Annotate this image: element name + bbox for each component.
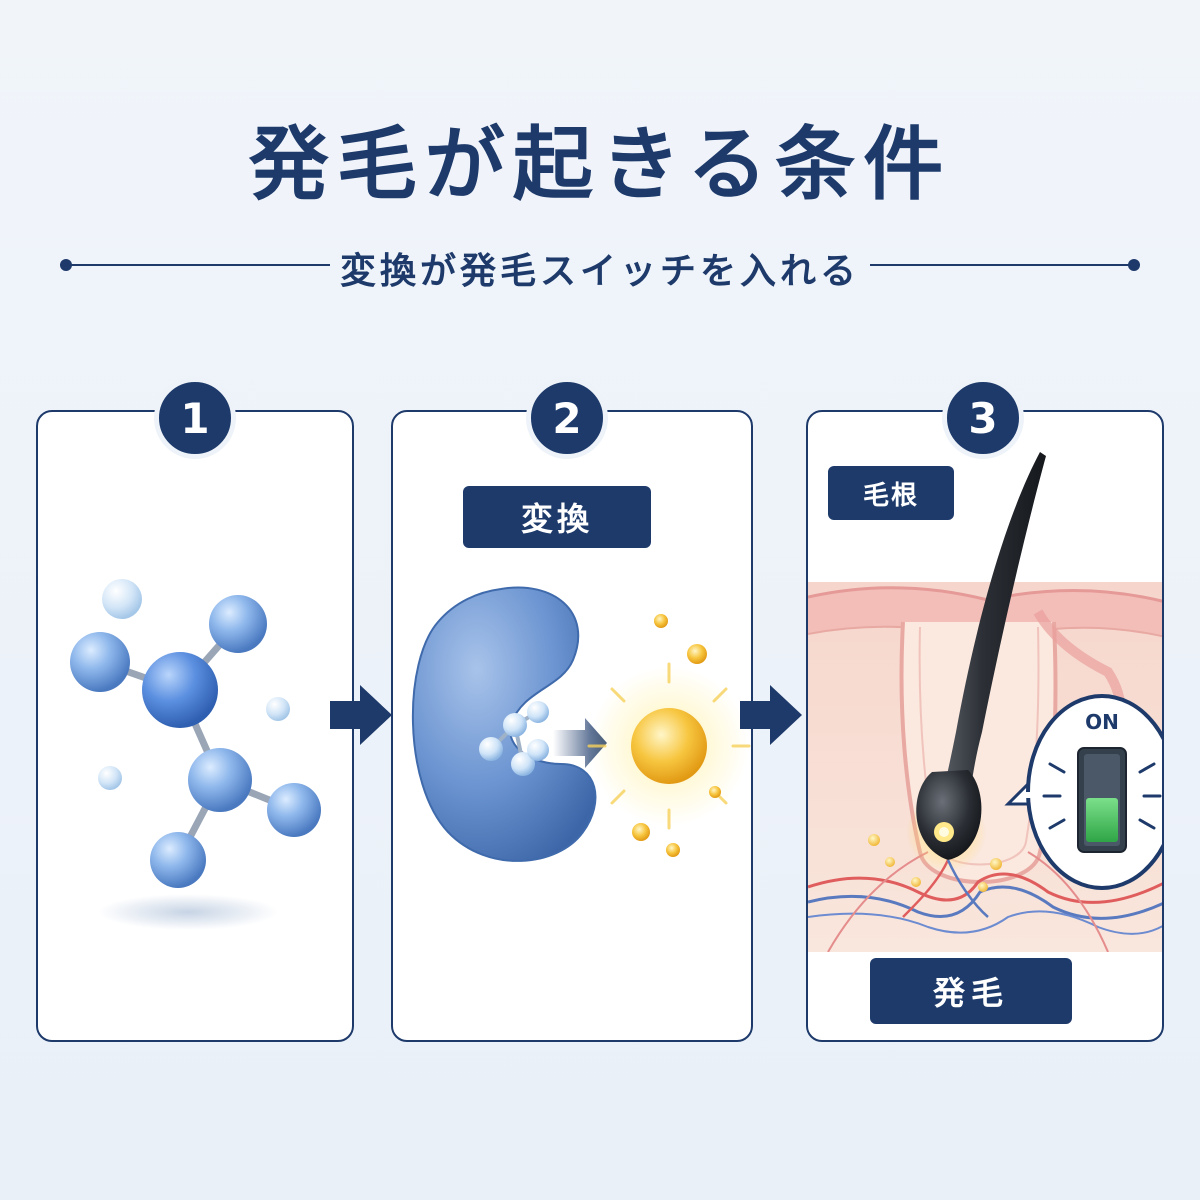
arrow-right-icon xyxy=(330,685,392,745)
subtitle-row: 変換が発毛スイッチを入れる xyxy=(60,238,1140,292)
hair-root-illustration xyxy=(808,452,1162,952)
subtitle-dot-right xyxy=(1128,259,1140,271)
step-3-badge: 3 xyxy=(942,377,1024,459)
switch-on-label: ON xyxy=(1085,710,1119,734)
step-2-badge: 2 xyxy=(526,377,608,459)
step-2-panel: 変換 xyxy=(391,410,753,1042)
page-title: 発毛が起きる条件 xyxy=(248,118,952,211)
hair-root-label: 毛根 xyxy=(828,466,954,520)
step-1-panel xyxy=(36,410,354,1042)
subtitle: 変換が発毛スイッチを入れる xyxy=(339,251,860,292)
subtitle-line-right xyxy=(870,264,1132,266)
step-3-panel: 毛根 ON 発毛 xyxy=(806,410,1164,1042)
hair-growth-label: 発毛 xyxy=(870,958,1072,1024)
subtitle-line-left xyxy=(68,264,330,266)
conversion-label: 変換 xyxy=(463,486,651,548)
arrow-right-icon xyxy=(740,685,802,745)
subtitle-dot-left xyxy=(60,259,72,271)
step-1-badge: 1 xyxy=(154,377,236,459)
enzyme-conversion-illustration xyxy=(411,586,751,862)
molecule-illustration xyxy=(70,579,321,930)
